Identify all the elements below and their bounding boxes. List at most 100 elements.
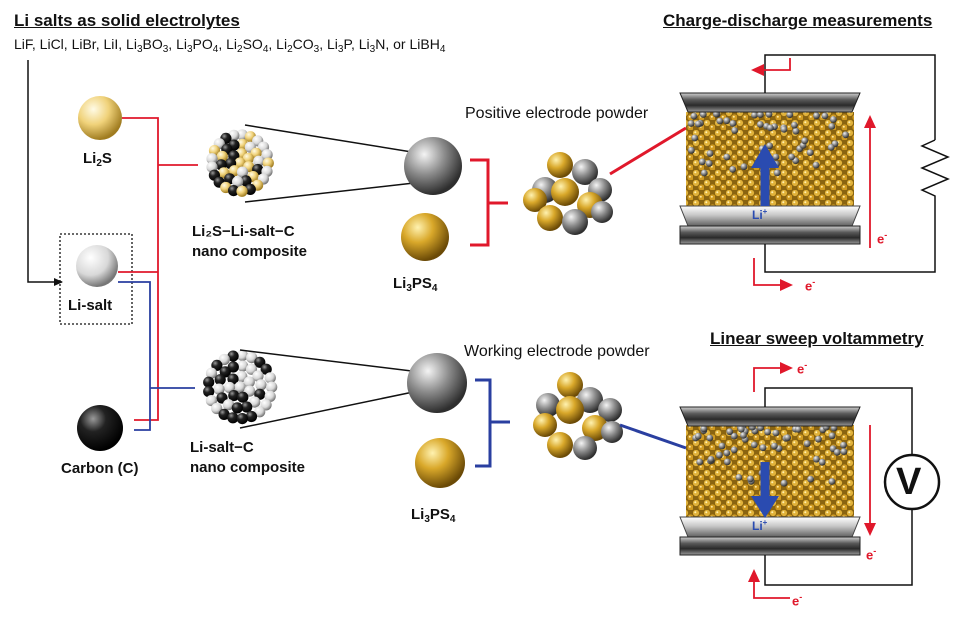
composite-atom: [241, 401, 253, 413]
active-material-dot: [747, 475, 754, 483]
voltmeter-label: V: [896, 461, 922, 503]
composite-atom: [205, 367, 218, 379]
salt-list-sub: 4: [262, 44, 269, 55]
active-material-dot: [773, 169, 781, 177]
bottom-cell-li-ion-label: Li+: [752, 518, 768, 533]
bottom-cell-electron-out-arrow: [753, 362, 793, 392]
top-li3ps4-label: Li3PS4: [393, 276, 437, 294]
active-material-dot: [723, 117, 731, 125]
bottom-cell-li-arrowhead: [751, 496, 779, 518]
composite-atom: [237, 360, 249, 372]
composite-atom: [216, 150, 228, 163]
active-material-dot: [828, 432, 836, 440]
top-composite-label-line1: Li₂S−Li-salt−C: [192, 223, 295, 240]
active-material-dot: [730, 432, 738, 440]
lsv-heading: Linear sweep voltammetry: [710, 329, 924, 348]
top-cell-electron-in-arrow: [751, 58, 791, 76]
composite-atom: [246, 352, 258, 364]
active-material-dot: [757, 111, 764, 118]
active-material-dot: [771, 442, 778, 450]
salt-list-part: , Li: [268, 36, 288, 52]
active-material-dot: [759, 444, 767, 452]
bottom-cell-li-foil: [679, 516, 861, 538]
li3ps4-sub2: 4: [431, 283, 438, 294]
powder-particle: [523, 188, 547, 212]
electron-charge: -: [884, 230, 888, 240]
salt-list-part: P, Li: [343, 36, 370, 52]
working-powder-label: Working electrode powder: [464, 343, 650, 360]
salt-list-sub: 3: [313, 44, 320, 55]
composite-atom: [205, 395, 217, 407]
composite-atom: [253, 155, 265, 167]
composite-atom: [236, 185, 248, 197]
salt-list: LiF, LiCl, LiBr, LiI, Li3BO3, Li3PO4, Li…: [14, 37, 445, 55]
top-circuit-wire: [764, 54, 950, 273]
bottom-circuit-wire: [764, 387, 913, 586]
active-material-dot: [750, 441, 758, 449]
li2s-label-a: Li: [83, 150, 97, 167]
top-cell-vertical-electron-label: e-: [877, 230, 888, 246]
bottom-li3ps4-particle: [415, 438, 465, 488]
active-material-dot: [696, 458, 704, 466]
salt-list-part: CO: [292, 36, 314, 52]
active-material-dot: [840, 448, 848, 455]
active-material-dot: [801, 137, 809, 145]
active-material-dot: [784, 434, 791, 442]
salt-list-part: LiF, LiCl, LiBr, LiI, Li: [14, 36, 137, 52]
active-material-dot: [812, 161, 820, 169]
top-cell-li-ion-label: Li+: [752, 208, 767, 222]
active-material-dot: [707, 455, 715, 463]
top-cell-electron-out-label: e-: [805, 277, 816, 293]
active-material-dot: [794, 426, 802, 433]
li-ion-charge: +: [762, 518, 768, 527]
active-material-dot: [766, 142, 773, 150]
active-material-dot: [688, 146, 695, 154]
red-mixing-lines: [118, 117, 198, 421]
active-material-dot: [706, 434, 714, 442]
salt-list-part: N, or LiBH: [375, 36, 440, 52]
salt-list-part: , Li: [168, 36, 187, 52]
salt-list-sub: 2: [287, 44, 293, 55]
active-material-dot: [729, 166, 737, 173]
active-material-dot: [772, 429, 780, 437]
electron-charge: -: [804, 360, 808, 370]
active-material-dot: [698, 158, 706, 166]
top-cell-electron-out-arrow: [753, 258, 793, 291]
li-ion-text: Li: [752, 519, 763, 533]
positive-powder-cluster: [523, 152, 613, 235]
active-material-dot: [815, 435, 822, 443]
li-salt-label: Li-salt: [68, 297, 113, 314]
active-material-dot: [726, 428, 734, 436]
composite-atom: [213, 383, 225, 395]
active-material-dot: [730, 446, 738, 454]
active-material-dot: [756, 121, 764, 128]
bottom-zoom-lines: [239, 349, 429, 429]
active-material-dot: [694, 432, 702, 440]
composite-atom: [264, 372, 276, 384]
active-material-dot: [807, 475, 814, 483]
top-nano-composite: [206, 129, 274, 197]
active-material-dot: [780, 479, 788, 487]
composite-atom: [266, 381, 278, 393]
salt-list-sub: 3: [186, 44, 193, 55]
composite-atom: [236, 349, 249, 361]
electron-text: e: [792, 593, 800, 609]
salts-heading: Li salts as solid electrolytes: [14, 11, 240, 30]
li3ps4-sub1: 3: [406, 283, 412, 294]
active-material-dot: [740, 432, 747, 439]
salt-list-part: SO: [242, 36, 263, 52]
composite-atom: [262, 157, 274, 169]
resistor-symbol: [920, 139, 950, 200]
top-composite-particle: [404, 137, 462, 195]
top-zoom-lines: [244, 124, 419, 203]
salt-list-part: , Li: [218, 36, 238, 52]
active-material-dot: [840, 441, 847, 449]
powder-particle: [556, 396, 584, 424]
composite-atom: [260, 363, 272, 375]
active-material-dot: [821, 112, 829, 120]
li2s-label-sub: 2: [96, 158, 102, 169]
electron-charge: -: [812, 277, 816, 287]
composite-atom: [242, 152, 254, 165]
